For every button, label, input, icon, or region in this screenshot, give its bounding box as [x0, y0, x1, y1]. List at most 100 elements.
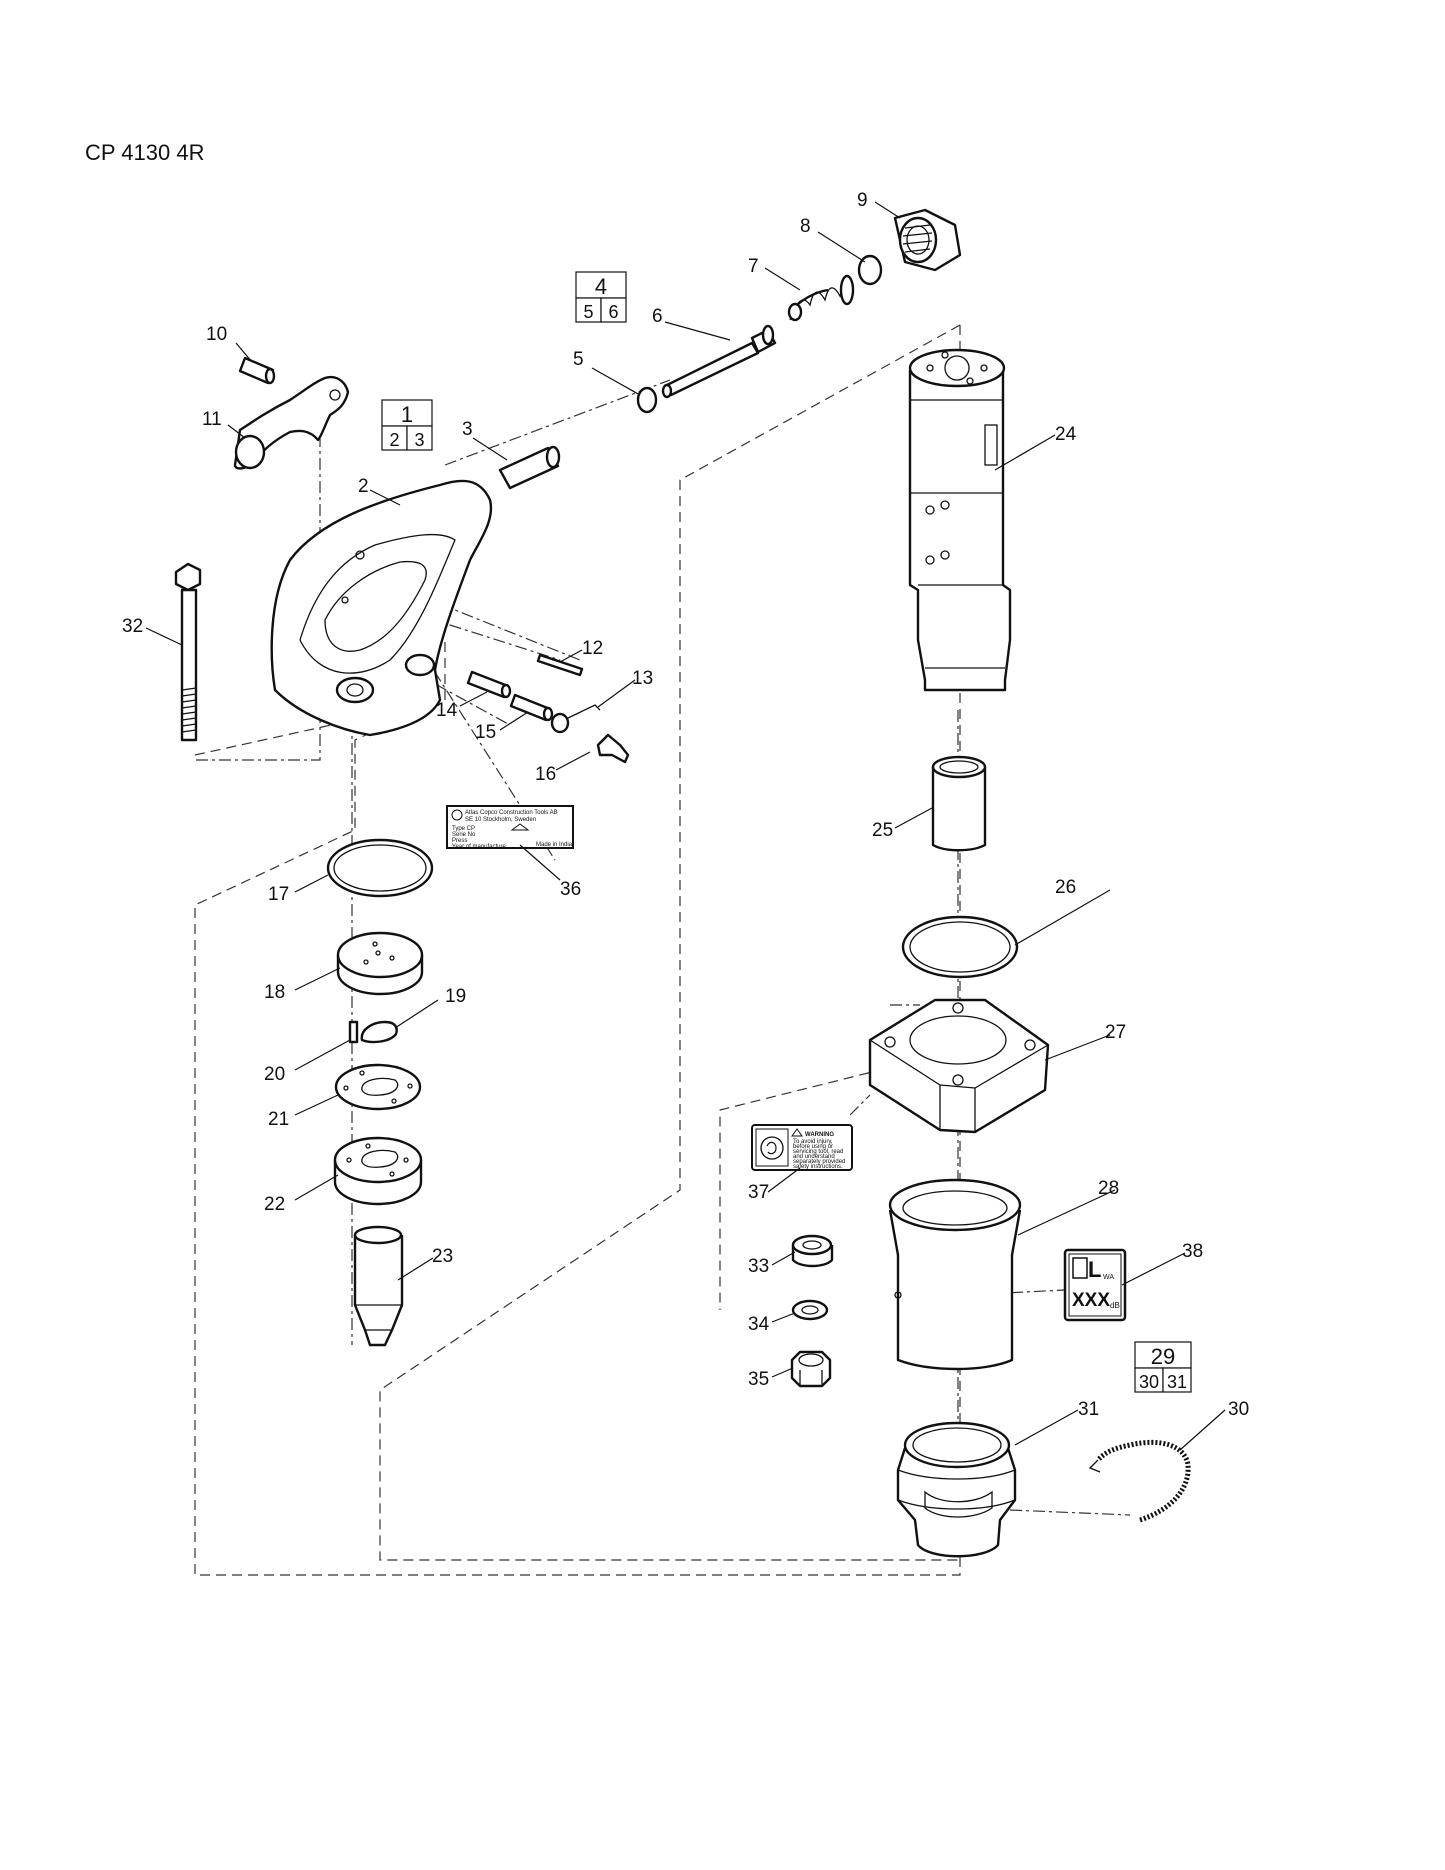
- part-11-lever: [233, 376, 350, 470]
- nameplate-line6: Year of manufacture: [452, 844, 506, 850]
- part-31-retainer: [896, 1421, 1017, 1558]
- callout-17: 17: [268, 884, 289, 905]
- nameplate-line3: Type CP: [452, 826, 475, 832]
- callout-13: 13: [632, 668, 653, 689]
- leader-lines: [145, 201, 1226, 1451]
- part-13-spring: [550, 704, 601, 734]
- callout-26: 26: [1055, 877, 1076, 898]
- part-6-valve-stem: [661, 324, 777, 399]
- kit-box-4-sub-b: 6: [608, 302, 618, 322]
- callout-35: 35: [748, 1369, 769, 1390]
- callout-11: 11: [202, 409, 222, 430]
- callout-2: 2: [358, 476, 369, 497]
- nameplate-line1: Atlas Copco Construction Tools AB: [465, 810, 558, 816]
- kit-box-29-sub-b: 31: [1167, 1372, 1187, 1392]
- kit-box-29-sub-a: 30: [1139, 1372, 1159, 1392]
- part-32-bolt: [174, 562, 202, 742]
- nameplate-line4: Serie No: [452, 832, 476, 838]
- part-10-pin: [238, 356, 276, 385]
- part-21-valve-plate: [334, 1063, 422, 1111]
- part-28-housing: [888, 1178, 1022, 1371]
- part-3-pin: [498, 445, 561, 490]
- callout-23: 23: [432, 1246, 453, 1267]
- part-8-o-ring: [857, 254, 883, 286]
- part-23-piston: [353, 1225, 404, 1347]
- callout-24: 24: [1055, 424, 1077, 445]
- part-2-handle: [270, 479, 493, 737]
- callout-31: 31: [1078, 1399, 1099, 1420]
- part-27-flange: [868, 998, 1050, 1134]
- kit-box-1-main: 1: [401, 402, 413, 427]
- part-15-pin: [509, 693, 554, 722]
- noise-subscript: WA: [1103, 1274, 1114, 1281]
- nameplate-line5: Press: [452, 838, 467, 844]
- part-38-noise-decal: L WA XXX dB: [1063, 1248, 1127, 1322]
- callout-18: 18: [264, 982, 285, 1003]
- noise-unit: dB: [1110, 1301, 1120, 1310]
- warning-line2: before using or: [793, 1144, 833, 1150]
- kit-box-1: 1 2 3: [381, 399, 433, 451]
- part-17-o-ring: [326, 838, 434, 898]
- part-25-sleeve: [931, 755, 987, 852]
- part-35-nut: [790, 1350, 832, 1388]
- callout-14: 14: [436, 700, 458, 721]
- callout-28: 28: [1098, 1178, 1119, 1199]
- callout-3: 3: [462, 419, 473, 440]
- callout-8: 8: [800, 216, 811, 237]
- callout-12: 12: [582, 638, 603, 659]
- part-37-warning-decal: WARNING To avoid injury, before using or…: [751, 1124, 853, 1171]
- callout-10: 10: [206, 324, 227, 345]
- callout-34: 34: [748, 1314, 770, 1335]
- part-20-pin: [348, 1020, 359, 1044]
- part-5-o-ring: [636, 386, 658, 414]
- part-12-pin: [536, 653, 584, 677]
- part-34-washer: [791, 1299, 829, 1321]
- callout-7: 7: [748, 256, 759, 277]
- callout-16: 16: [535, 764, 556, 785]
- part-30-retaining-spring: [1088, 1439, 1191, 1523]
- callout-21: 21: [268, 1109, 289, 1130]
- noise-value: XXX: [1072, 1290, 1110, 1311]
- item-callouts: 10 11 3 2 32 6 5 7 8 9 12 13 14 15 16 36…: [122, 190, 1249, 1420]
- callout-38: 38: [1182, 1241, 1203, 1262]
- callout-30: 30: [1228, 1399, 1249, 1420]
- callout-27: 27: [1105, 1022, 1126, 1043]
- part-36-nameplate-decal: Atlas Copco Construction Tools AB SE 10 …: [446, 805, 574, 850]
- callout-33: 33: [748, 1256, 769, 1277]
- part-22-valve-body: [333, 1136, 423, 1206]
- callout-20: 20: [264, 1064, 285, 1085]
- nameplate-made-in: Made in India: [536, 842, 573, 848]
- nameplate-line2: SE 10 Stockholm, Sweden: [465, 817, 536, 823]
- callout-5: 5: [573, 349, 584, 370]
- part-19-insert: [360, 1020, 398, 1044]
- warning-line6: safety instructions.: [793, 1164, 843, 1170]
- part-16-latch: [596, 733, 630, 764]
- part-14-pin: [466, 670, 512, 699]
- kit-box-4-sub-a: 5: [583, 302, 593, 322]
- kit-box-4: 4 5 6: [575, 271, 627, 323]
- part-9-nut: [893, 208, 962, 272]
- warning-line3: servicing tool, read: [793, 1149, 843, 1155]
- part-24-cylinder: [908, 348, 1012, 692]
- callout-22: 22: [264, 1194, 285, 1215]
- callout-19: 19: [445, 986, 466, 1007]
- callout-32: 32: [122, 616, 143, 637]
- warning-line4: and understand: [793, 1154, 835, 1160]
- part-18-disc: [336, 931, 424, 996]
- kit-box-1-sub-a: 2: [389, 430, 399, 450]
- kit-box-29: 29 30 31: [1134, 1341, 1192, 1393]
- drawing-title: CP 4130 4R: [85, 140, 205, 165]
- warning-heading: WARNING: [805, 1132, 834, 1138]
- callout-15: 15: [475, 722, 496, 743]
- callout-6: 6: [652, 306, 663, 327]
- warning-line5: separately provided: [793, 1159, 845, 1165]
- kit-box-1-sub-b: 3: [414, 430, 424, 450]
- warning-line1: To avoid injury,: [793, 1139, 833, 1145]
- part-7-spring: [787, 274, 855, 322]
- part-33-bushing: [791, 1234, 834, 1268]
- part-26-o-ring: [901, 915, 1019, 979]
- noise-symbol: L: [1088, 1257, 1101, 1282]
- callout-9: 9: [857, 190, 868, 211]
- kit-box-29-main: 29: [1151, 1344, 1175, 1369]
